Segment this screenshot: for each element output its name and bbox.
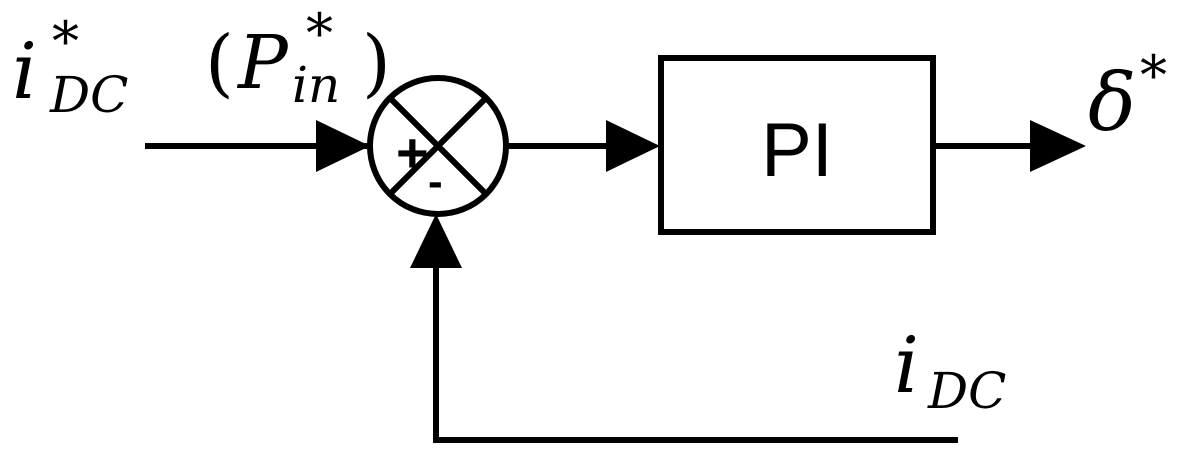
pi-controller-block: PI	[658, 55, 936, 235]
error-signal-arrowhead	[606, 120, 660, 172]
reference-symbol: i	[12, 27, 37, 117]
output-superscript: *	[1140, 44, 1167, 107]
input-arrowhead	[316, 120, 370, 172]
reference-input-label: i DC *	[12, 10, 128, 124]
feedback-label: i DC	[894, 321, 1006, 420]
minus-sign: -	[428, 157, 443, 206]
feedback-subscript: DC	[927, 362, 1006, 420]
output-arrowhead	[1030, 120, 1086, 172]
output-label: δ *	[1088, 44, 1167, 149]
pi-block-label: PI	[761, 108, 833, 193]
output-symbol: δ	[1088, 56, 1136, 149]
alt-superscript: *	[306, 2, 333, 65]
summing-junction-cross-b	[387, 95, 489, 197]
alternative-input-label: ( P in * )	[205, 2, 391, 114]
feedback-arrowhead	[410, 214, 462, 268]
summing-junction: + -	[367, 75, 509, 217]
alt-close-paren: )	[362, 20, 391, 106]
plus-sign: +	[396, 121, 429, 184]
alt-symbol: P	[236, 20, 289, 106]
feedback-path	[433, 262, 958, 443]
alt-open-paren: (	[205, 20, 234, 106]
alt-subscript: in	[292, 56, 340, 114]
reference-superscript: *	[52, 10, 79, 73]
feedback-symbol: i	[894, 321, 919, 411]
reference-subscript: DC	[49, 66, 128, 124]
